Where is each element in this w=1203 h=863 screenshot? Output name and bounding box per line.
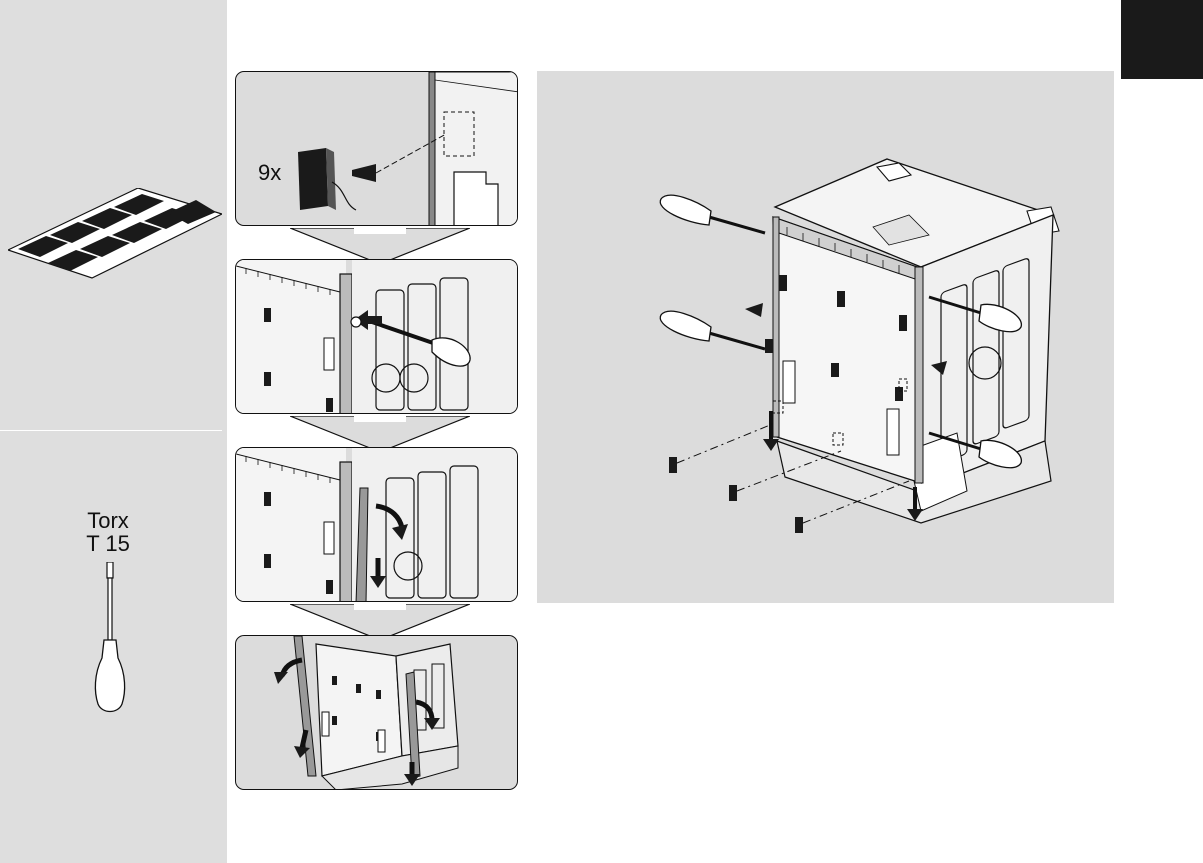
main-assembly-illustration [537,71,1114,603]
step-panel-1: 9x [235,71,518,226]
sidebar-divider [0,430,222,431]
step-panel-2 [235,259,518,414]
tool-name: Torx [82,509,134,532]
tool-sidebar: Torx T 15 [0,0,227,863]
tool-size: T 15 [82,532,134,555]
tool-label: Torx T 15 [82,509,134,555]
step-panel-4 [235,635,518,790]
adhesive-pads-icon [8,188,222,280]
screwdriver-icon [92,562,128,716]
step-panel-3 [235,447,518,602]
section-tab-marker [1121,0,1203,79]
quantity-label: 9x [258,160,281,186]
